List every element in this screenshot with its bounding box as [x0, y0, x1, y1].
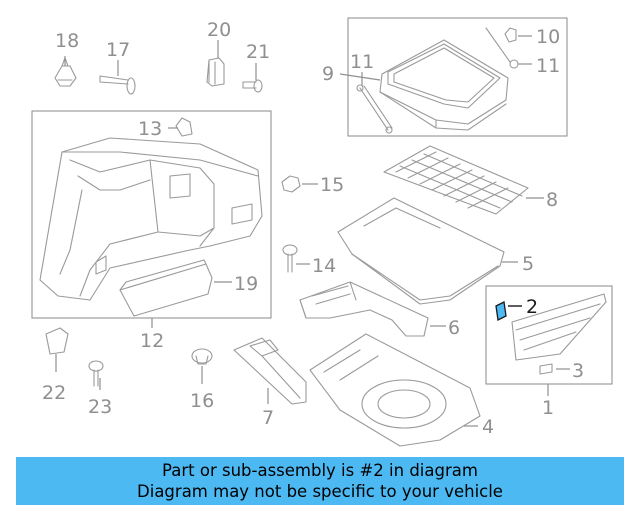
callout-8: 8: [546, 189, 558, 211]
leader-9: [339, 73, 381, 81]
callout-20: 20: [207, 19, 231, 41]
callout-22: 22: [42, 382, 66, 404]
part-10[interactable]: [485, 27, 517, 63]
callout-16: 16: [190, 390, 214, 412]
part-22-cap[interactable]: [45, 327, 69, 355]
callout-14: 14: [312, 255, 336, 277]
group-box-9: [347, 17, 568, 137]
callout-13: 13: [138, 118, 162, 140]
callout-4: 4: [482, 416, 494, 438]
callout-9: 9: [322, 63, 334, 85]
callout-23: 23: [88, 396, 112, 418]
callout-11-right: 11: [536, 55, 560, 77]
callout-11-left: 11: [350, 51, 374, 73]
part-1-sill-plate[interactable]: [511, 293, 607, 361]
callout-18: 18: [55, 30, 79, 52]
part-11-right[interactable]: [509, 59, 519, 69]
part-7-bracket[interactable]: [233, 337, 307, 405]
part-21-bolt[interactable]: [242, 79, 263, 93]
info-banner: Part or sub-assembly is #2 in diagram Di…: [16, 457, 624, 505]
callout-12: 12: [140, 330, 164, 352]
part-9-tonneau-cover[interactable]: [379, 39, 509, 131]
part-15-clip[interactable]: [281, 175, 301, 193]
banner-line-1: Part or sub-assembly is #2 in diagram: [162, 461, 478, 480]
callout-1: 1: [542, 397, 554, 419]
part-23-screw[interactable]: [88, 360, 104, 387]
callout-10: 10: [536, 26, 560, 48]
callout-19: 19: [234, 273, 258, 295]
part-17-push-pin[interactable]: [99, 75, 136, 95]
callout-2: 2: [526, 296, 538, 318]
callout-17: 17: [106, 39, 130, 61]
group-box-1: [485, 285, 613, 385]
banner-line-2: Diagram may not be specific to your vehi…: [137, 482, 503, 501]
callout-15: 15: [320, 174, 344, 196]
callout-3: 3: [572, 360, 584, 382]
part-16-grommet[interactable]: [191, 348, 213, 365]
part-14-bolt[interactable]: [282, 244, 298, 273]
part-3-small-bracket[interactable]: [539, 363, 553, 375]
parts-diagram: 18 17 20 21 9 10 11 11 13 15 8 14 5 19 2…: [31, 17, 613, 447]
part-12-side-trim-panel[interactable]: [39, 137, 263, 301]
part-6-storage-tray[interactable]: [299, 281, 429, 337]
part-2-clip-highlighted[interactable]: [495, 301, 507, 321]
part-8-cargo-net[interactable]: [383, 145, 529, 215]
part-19-trim-cover[interactable]: [119, 259, 213, 317]
callout-5: 5: [522, 253, 534, 275]
callout-6: 6: [448, 317, 460, 339]
part-4-tire-well[interactable]: [309, 333, 481, 447]
callout-21: 21: [246, 41, 270, 63]
part-13-clip[interactable]: [175, 117, 193, 137]
part-20-clip[interactable]: [206, 57, 225, 87]
part-11-left[interactable]: [356, 84, 393, 134]
part-5-floor-board[interactable]: [337, 197, 505, 305]
callout-7: 7: [262, 407, 274, 429]
